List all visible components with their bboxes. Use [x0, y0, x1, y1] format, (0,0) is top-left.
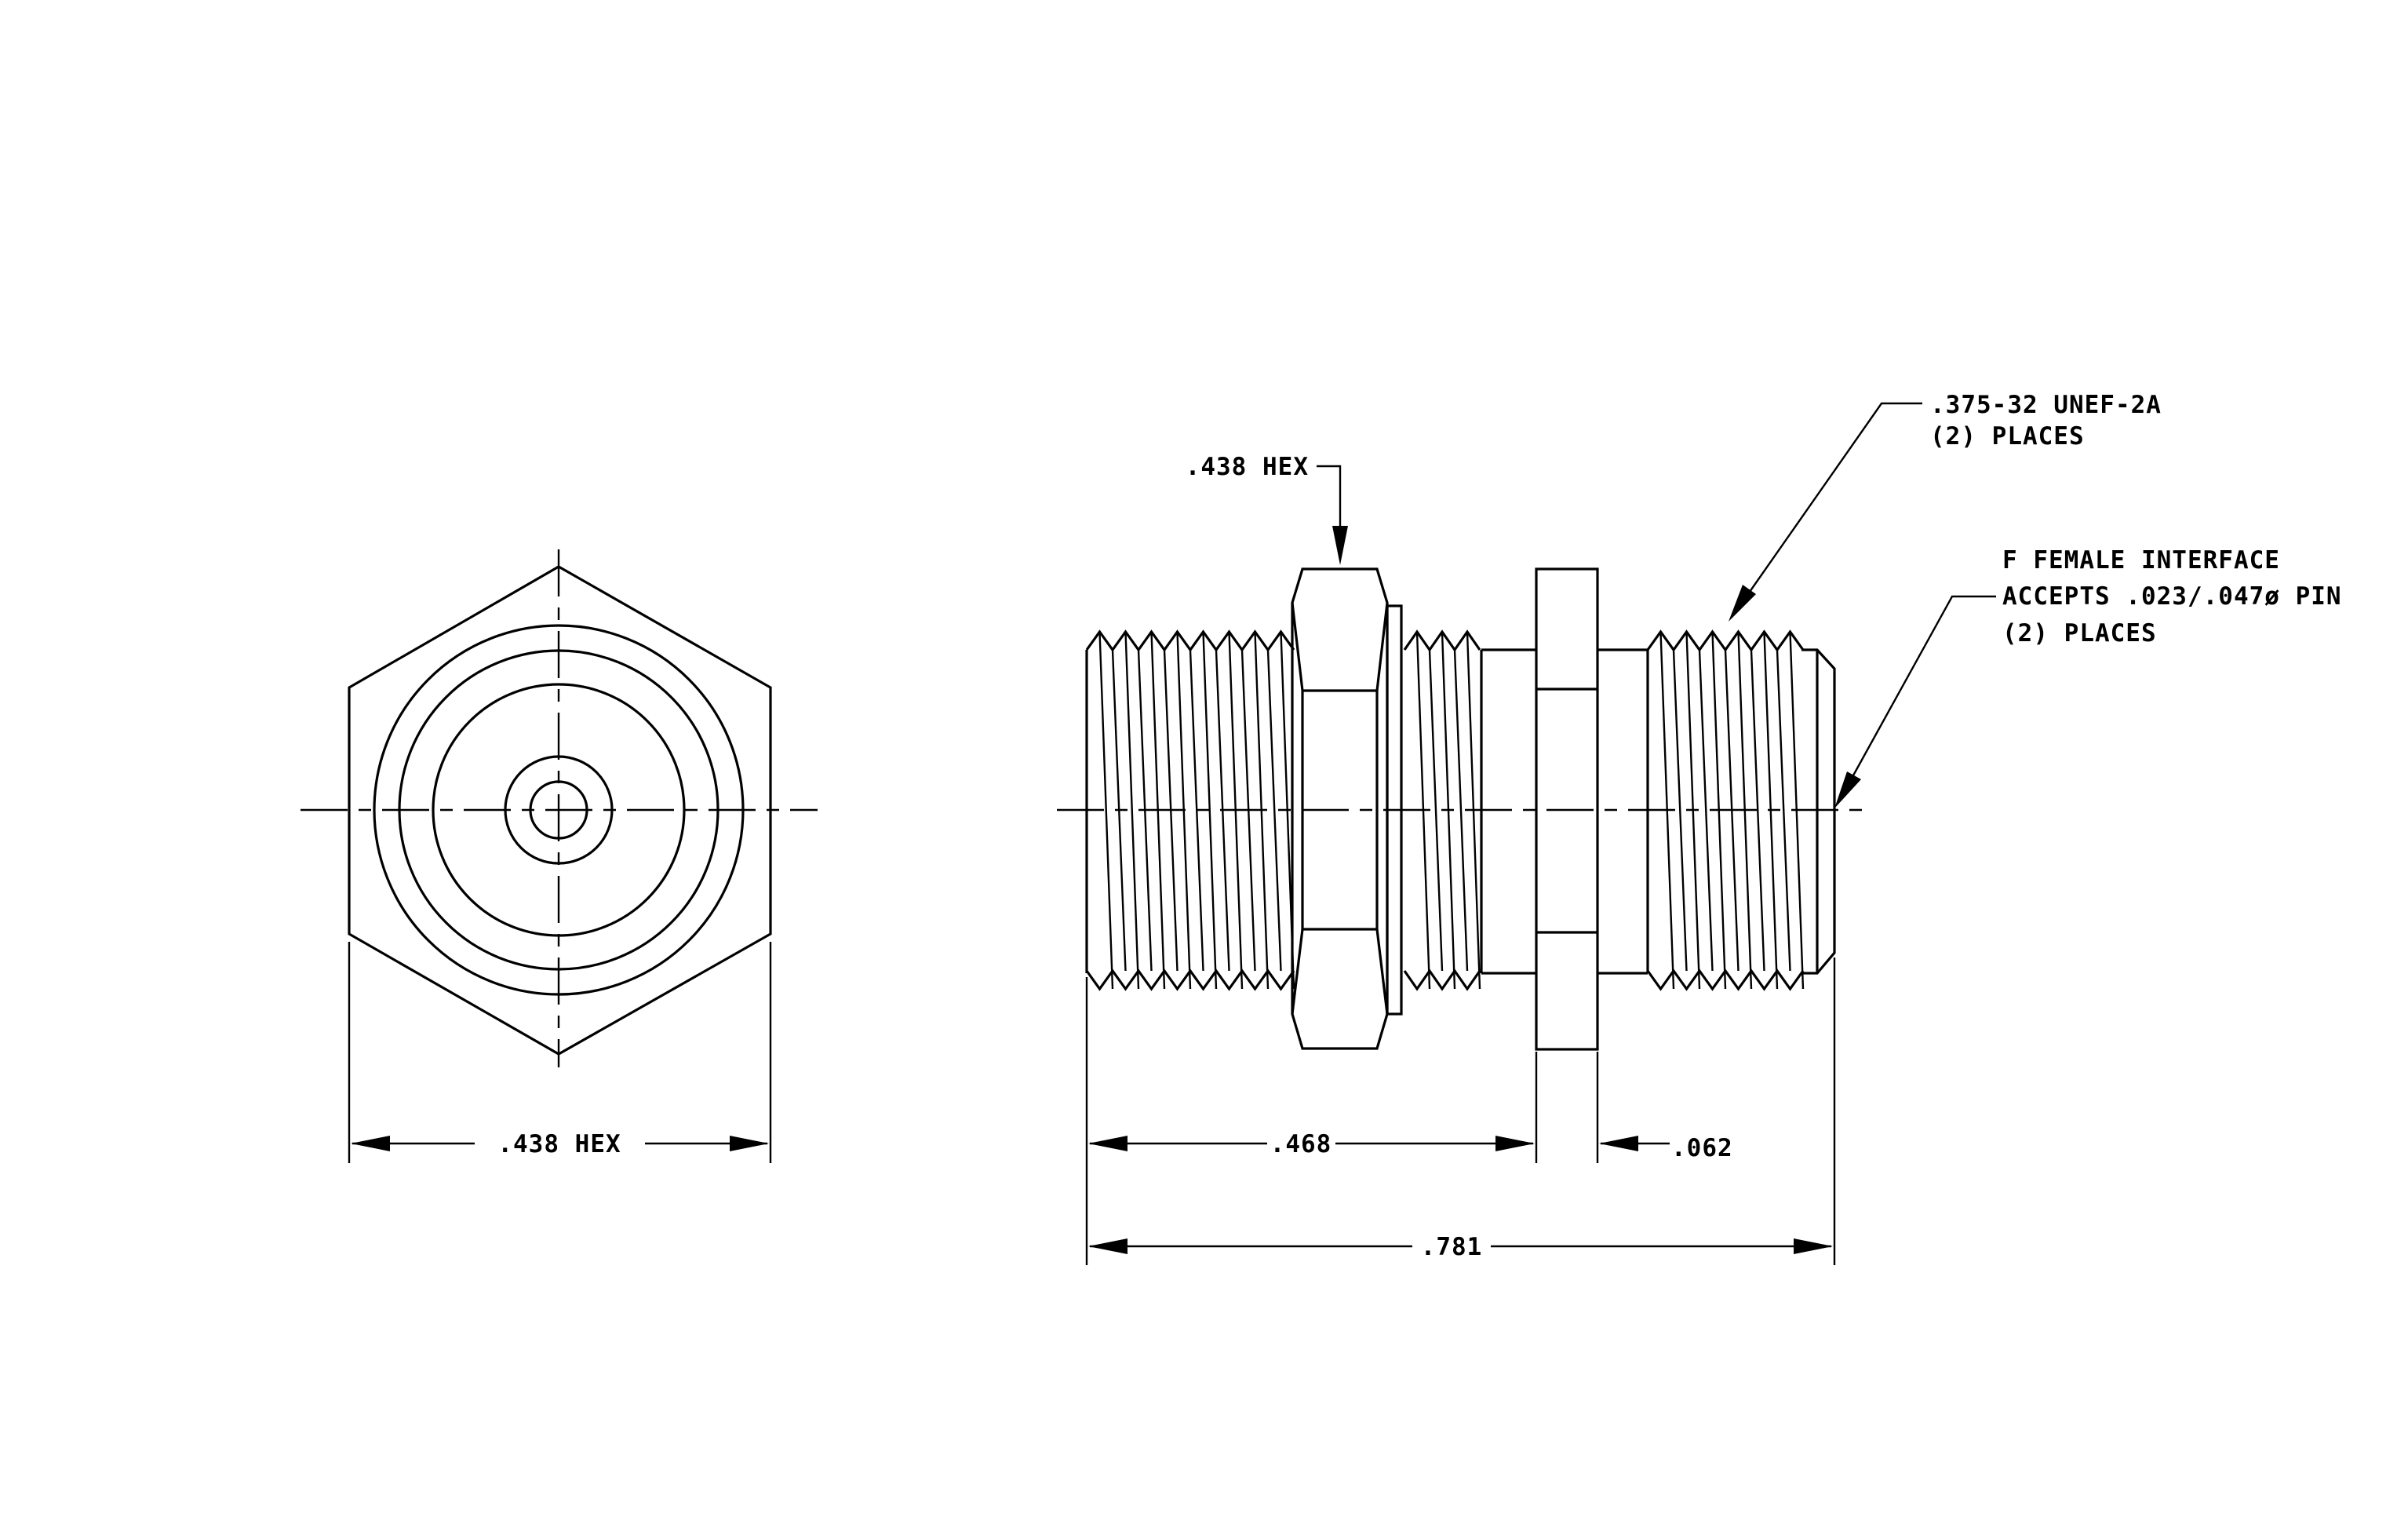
interface-callout-arrow [1834, 771, 1861, 808]
thread-line [1098, 631, 1114, 990]
dim-781-arrow-left [1088, 1238, 1127, 1254]
hex-nut-outline [1291, 567, 1389, 1050]
side-view: .468 .062 .781 .438 HEX .375-32 UNEF-2A … [1057, 391, 2342, 1265]
dim-781-label: .781 [1421, 1233, 1483, 1261]
right-thread-crest-top [1646, 629, 1805, 652]
thread-root-line [1698, 649, 1714, 972]
thread-root-line [1776, 649, 1791, 972]
end-view-hex-dim-label: .438 HEX [497, 1130, 621, 1158]
end-view-dim-arrow-right [730, 1136, 769, 1151]
hex-callout-leader [1317, 465, 1342, 526]
hex-nut-flat-upper-left [1291, 602, 1304, 691]
thread-root-line [1672, 649, 1688, 972]
interface-callout-line3: (2) PLACES [2002, 619, 2157, 647]
thread-root-line [1428, 649, 1444, 972]
thread-callout-line1: .375-32 UNEF-2A [1930, 391, 2162, 419]
thread-line [1124, 631, 1140, 990]
thread-root-line [1453, 649, 1469, 972]
plain-body [1480, 648, 1536, 975]
dim-468-label: .468 [1270, 1130, 1332, 1158]
hex-callout-label: .438 HEX [1186, 453, 1309, 481]
end-view: .438 HEX [301, 549, 818, 1163]
dim-468-arrow-right [1495, 1136, 1535, 1151]
interface-callout-leader [1852, 595, 1996, 776]
flange [1535, 567, 1599, 1051]
hex-nut-flat-lower-left [1291, 928, 1304, 1015]
thread-root-line [1266, 649, 1282, 972]
dim-062-arrow [1599, 1136, 1638, 1151]
flange-outline [1535, 567, 1599, 1051]
middle-thread-crest-bottom [1403, 968, 1481, 991]
neck [1597, 648, 1648, 975]
left-thread-crest-top [1085, 629, 1295, 652]
interface-callout-line1: F FEMALE INTERFACE [2002, 546, 2280, 574]
thread-callout-line2: (2) PLACES [1930, 422, 2085, 450]
dim-781-arrow-right [1794, 1238, 1833, 1254]
thread-callout-leader [1749, 402, 1922, 593]
hex-nut-flat-upper-right [1375, 602, 1389, 691]
hex-nut [1291, 567, 1389, 1050]
hex-callout-arrow [1332, 526, 1348, 565]
thread-callout-arrow [1729, 585, 1756, 622]
interface-callout-line2: ACCEPTS .023/.047ø PIN [2002, 582, 2342, 611]
hex-nut-flat-lower-right [1375, 928, 1389, 1015]
thread-root-line [1750, 649, 1765, 972]
dim-468-arrow-left [1088, 1136, 1127, 1151]
dim-062-label: .062 [1671, 1134, 1733, 1162]
thread-line [1202, 631, 1218, 990]
end-view-dim-arrow-left [351, 1136, 390, 1151]
